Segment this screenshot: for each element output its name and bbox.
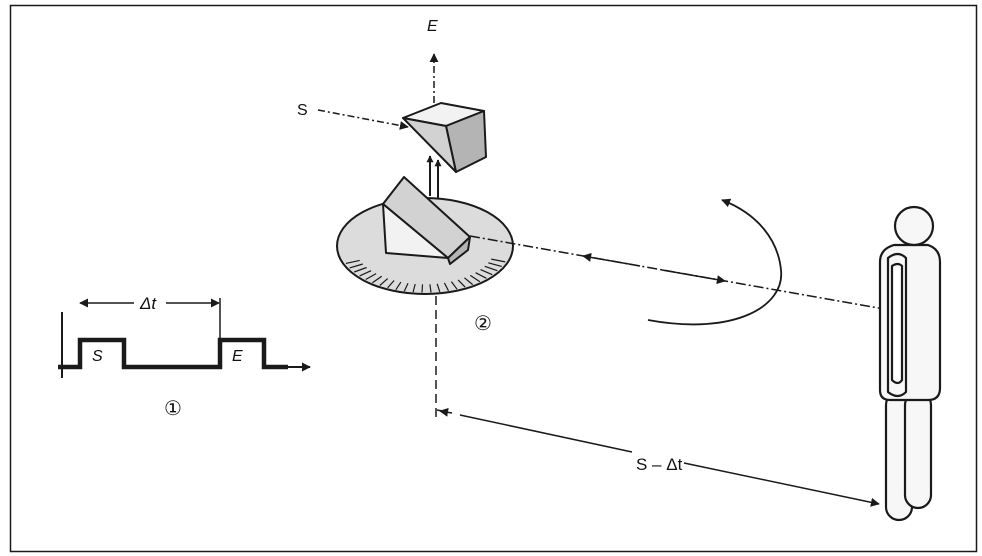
disc-tick — [484, 265, 498, 272]
disc-tick — [436, 283, 441, 293]
pulse-timing-diagram: Δt S E ① — [58, 294, 311, 420]
disc-tick — [429, 284, 432, 293]
figure-frame — [9, 4, 978, 553]
send-beam — [317, 109, 409, 130]
disc-tick — [475, 272, 487, 279]
disc-tick — [349, 263, 363, 269]
measuring-beam — [469, 235, 885, 310]
rotation-arrow-icon — [647, 198, 782, 326]
disc-tick — [403, 283, 409, 292]
beam-arrow-in — [661, 269, 726, 285]
marker-1: ① — [164, 398, 182, 420]
disc-tick — [457, 279, 466, 288]
distance-label: S – Δt — [636, 455, 683, 474]
disc-tick — [480, 269, 493, 276]
pulse-e-label: E — [232, 348, 243, 365]
person-icon — [878, 205, 942, 522]
disc-tick — [359, 270, 372, 277]
disc-tick — [421, 284, 424, 293]
pulse-waveform — [58, 337, 288, 370]
disc-tick — [464, 277, 474, 286]
upper-prism-icon — [402, 102, 487, 173]
pulse-s-label: S — [92, 348, 103, 365]
marker-2: ② — [474, 313, 492, 335]
disc-tick — [379, 278, 389, 286]
emit-label: E — [427, 18, 438, 35]
disc-tick — [412, 283, 416, 293]
disc-tick — [491, 258, 506, 263]
disc-tick — [365, 273, 377, 281]
beam-arrow-out — [582, 252, 641, 267]
disc-tick — [345, 259, 360, 264]
rotating-prism-scanner: E S ② — [297, 18, 514, 420]
delta-t-label: Δt — [139, 294, 157, 313]
disc-tick — [450, 281, 458, 290]
disc-tick — [469, 274, 481, 283]
disc-tick — [488, 262, 502, 267]
disc-tick — [372, 275, 383, 284]
disc-tick — [443, 282, 450, 292]
disc-tick — [353, 266, 367, 273]
distance-dimension: S – Δt — [436, 407, 880, 507]
lower-prism-icon — [382, 176, 471, 265]
send-label: S — [297, 102, 308, 119]
disc-tick — [387, 280, 395, 289]
disc-tick — [395, 281, 402, 291]
